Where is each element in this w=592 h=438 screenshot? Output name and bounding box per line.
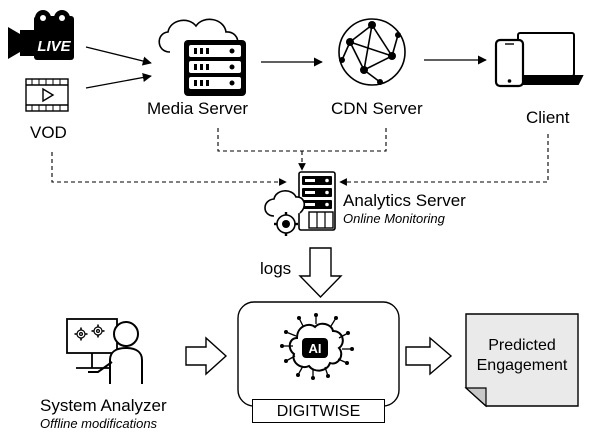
vod-label: VOD: [30, 123, 67, 142]
digitwise-label: DIGITWISE: [252, 399, 385, 423]
block-arrows: [185, 247, 453, 376]
dashed-client-to-analytics: [339, 134, 549, 186]
block-arrow-down: [298, 247, 343, 299]
analytics-server-sublabel: Online Monitoring: [343, 211, 445, 226]
system-analyzer-label: System Analyzer: [40, 396, 167, 415]
devices-icon: [494, 32, 584, 88]
client-label: Client: [526, 108, 570, 127]
ai-brain-icon: AI: [280, 313, 354, 380]
block-arrow-analyzer-to-digitwise: [185, 336, 228, 376]
block-arrow-digitwise-to-predicted: [405, 336, 453, 376]
cdn-server-label: CDN Server: [331, 99, 423, 118]
user-computer-icon: [66, 318, 143, 384]
analytics-server-icon: [264, 171, 336, 236]
system-analyzer-sublabel: Offline modifications: [40, 416, 158, 431]
monitoring-lines: [51, 128, 549, 186]
video-film-icon: [25, 78, 69, 112]
predicted-line1: Predicted: [488, 337, 556, 354]
document-icon: [464, 313, 579, 408]
live-badge: LIVE: [37, 38, 71, 55]
flow-arrows: [85, 46, 487, 89]
network-globe-icon: [338, 18, 406, 86]
predicted-line2: Engagement: [476, 357, 568, 374]
ai-chip-label: AI: [309, 341, 322, 356]
predicted-engagement-label: Predicted Engagement: [466, 336, 578, 376]
logs-label: logs: [260, 259, 292, 278]
media-server-label: Media Server: [147, 99, 249, 118]
cloud-server-icon: [158, 18, 246, 96]
analytics-server-label: Analytics Server: [343, 191, 466, 210]
dashed-media-cdn-to-analytics: [217, 128, 387, 152]
arrow-live-to-media: [85, 46, 152, 66]
live-camera-icon: LIVE: [8, 10, 74, 60]
arrow-vod-to-media: [85, 73, 152, 89]
dashed-vod-to-analytics: [51, 152, 287, 186]
